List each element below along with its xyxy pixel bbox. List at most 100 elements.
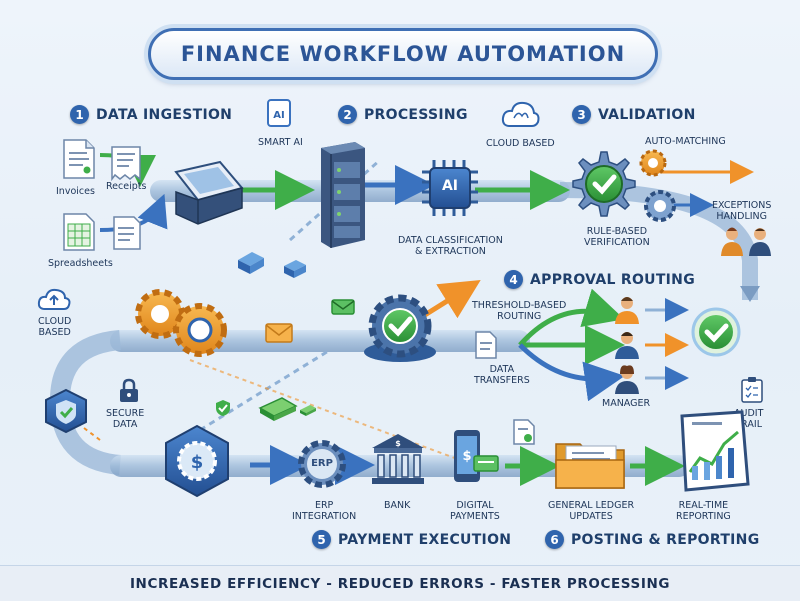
threshold-line1: THRESHOLD-BASED xyxy=(472,300,567,311)
step-label: APPROVAL ROUTING xyxy=(530,271,695,288)
rule-based-line2: VERIFICATION xyxy=(584,237,650,248)
secure-line2: DATA xyxy=(112,419,138,430)
spreadsheets-caption: Spreadsheets xyxy=(48,258,113,269)
audit-clipboard-icon xyxy=(741,377,763,403)
step-number: 1 xyxy=(70,105,89,124)
step-validation: 3 VALIDATION xyxy=(572,105,696,124)
data-classification-line1: DATA CLASSIFICATION xyxy=(398,235,503,246)
ai-chip-icon xyxy=(422,160,478,216)
step-label: PAYMENT EXECUTION xyxy=(338,531,512,548)
mobile-payment-icon: $ xyxy=(454,430,499,482)
footer-tagline: INCREASED EFFICIENCY - REDUCED ERRORS - … xyxy=(129,575,671,592)
erp-icon-label: ERP xyxy=(311,458,333,469)
svg-text:AI: AI xyxy=(273,110,284,121)
cloud-based-left-caption: CLOUD BASED xyxy=(38,316,71,338)
reporting-monitor-icon xyxy=(680,410,750,492)
erp-line2: INTEGRATION xyxy=(292,511,357,522)
document-check-icon xyxy=(513,419,535,445)
secure-line1: SECURE xyxy=(106,408,145,419)
exceptions-caption: EXCEPTIONS HANDLING xyxy=(712,200,771,222)
manager-caption: MANAGER xyxy=(602,398,651,409)
step-posting-reporting: 6 POSTING & REPORTING xyxy=(545,530,760,549)
invoice-document-icon xyxy=(63,139,95,179)
blue-gear-icon xyxy=(644,190,676,222)
bank-icon: $ xyxy=(372,434,424,484)
step-label: DATA INGESTION xyxy=(96,106,233,123)
people-icon xyxy=(721,227,771,256)
title-banner: FINANCE WORKFLOW AUTOMATION xyxy=(148,28,658,80)
step-approval-routing: 4 APPROVAL ROUTING xyxy=(504,270,695,289)
data-block-icon xyxy=(238,252,264,274)
approval-check-icon xyxy=(691,307,741,357)
data-classification-caption: DATA CLASSIFICATION & EXTRACTION xyxy=(398,235,503,257)
manager-avatar-icon xyxy=(615,365,639,394)
money-stack-icon xyxy=(258,397,298,421)
reporting-line2: REPORTING xyxy=(676,511,731,522)
svg-text:$: $ xyxy=(191,452,204,473)
cloud-brain-icon xyxy=(501,101,540,127)
step-number: 4 xyxy=(504,270,523,289)
step-number: 2 xyxy=(338,105,357,124)
rule-based-caption: RULE-BASED VERIFICATION xyxy=(584,226,650,248)
step-number: 5 xyxy=(312,530,331,549)
step-label: POSTING & REPORTING xyxy=(571,531,760,548)
exceptions-line1: EXCEPTIONS xyxy=(712,200,772,211)
step-label: PROCESSING xyxy=(364,106,468,123)
receipt-document-icon xyxy=(111,146,141,181)
data-transfers-line1: DATA xyxy=(489,364,515,375)
auto-matching-caption: AUTO-MATCHING xyxy=(645,136,726,147)
step-payment-execution: 5 PAYMENT EXECUTION xyxy=(312,530,511,549)
rule-based-line1: RULE-BASED xyxy=(586,226,648,237)
data-block-icon xyxy=(284,260,306,278)
step-data-ingestion: 1 DATA INGESTION xyxy=(70,105,232,124)
digital-payments-caption: DIGITAL PAYMENTS xyxy=(450,500,500,522)
threshold-caption: THRESHOLD-BASED ROUTING xyxy=(472,300,566,322)
envelope-icon xyxy=(265,323,293,343)
transfer-document-icon xyxy=(475,331,497,359)
exceptions-line2: HANDLING xyxy=(716,211,768,222)
ledger-caption: GENERAL LEDGER UPDATES xyxy=(548,500,634,522)
threshold-line2: ROUTING xyxy=(497,311,542,322)
document-icon xyxy=(113,216,141,250)
cloud-based-line2: BASED xyxy=(38,327,71,338)
receipts-caption: Receipts xyxy=(106,181,147,192)
invoices-caption: Invoices xyxy=(56,186,95,197)
orange-gear-icon xyxy=(639,149,667,177)
svg-text:$: $ xyxy=(462,449,471,464)
orange-gears-icon xyxy=(135,289,227,357)
data-classification-line2: & EXTRACTION xyxy=(414,246,486,257)
payment-hexagon-icon: $ xyxy=(165,424,229,498)
bank-caption: BANK xyxy=(384,500,411,511)
central-check-gear-icon xyxy=(364,294,436,362)
shield-hexagon-icon xyxy=(45,388,87,434)
page-title: FINANCE WORKFLOW AUTOMATION xyxy=(180,42,626,66)
ledger-folder-icon xyxy=(555,443,625,489)
step-number: 3 xyxy=(572,105,591,124)
approver-avatar-icon xyxy=(615,297,639,324)
approver-avatar-icon xyxy=(615,332,639,359)
step-processing: 2 PROCESSING xyxy=(338,105,468,124)
ai-badge-icon: AI xyxy=(267,99,291,127)
secure-data-caption: SECURE DATA xyxy=(106,408,144,430)
digital-line2: PAYMENTS xyxy=(450,511,500,522)
shield-check-icon xyxy=(216,400,230,416)
lock-icon xyxy=(120,378,138,402)
svg-text:$: $ xyxy=(395,439,401,448)
step-label: VALIDATION xyxy=(598,106,696,123)
reporting-caption: REAL-TIME REPORTING xyxy=(676,500,731,522)
audit-line2: TRAIL xyxy=(735,419,762,430)
money-stack-icon xyxy=(300,405,316,416)
ledger-line1: GENERAL LEDGER xyxy=(548,500,635,511)
reporting-line1: REAL-TIME xyxy=(678,500,729,511)
ledger-line2: UPDATES xyxy=(569,511,613,522)
footer-bar: INCREASED EFFICIENCY - REDUCED ERRORS - … xyxy=(0,565,800,601)
erp-gear-icon xyxy=(298,440,346,488)
validation-gear-icon xyxy=(572,151,636,217)
erp-integration-caption: ERP INTEGRATION xyxy=(292,500,356,522)
envelope-icon xyxy=(331,299,355,315)
cloud-icon xyxy=(37,288,71,310)
erp-line1: ERP xyxy=(314,500,334,511)
digital-line1: DIGITAL xyxy=(456,500,494,511)
audit-trail-caption: AUDIT TRAIL xyxy=(734,408,763,430)
smart-ai-caption: SMART AI xyxy=(258,137,303,148)
